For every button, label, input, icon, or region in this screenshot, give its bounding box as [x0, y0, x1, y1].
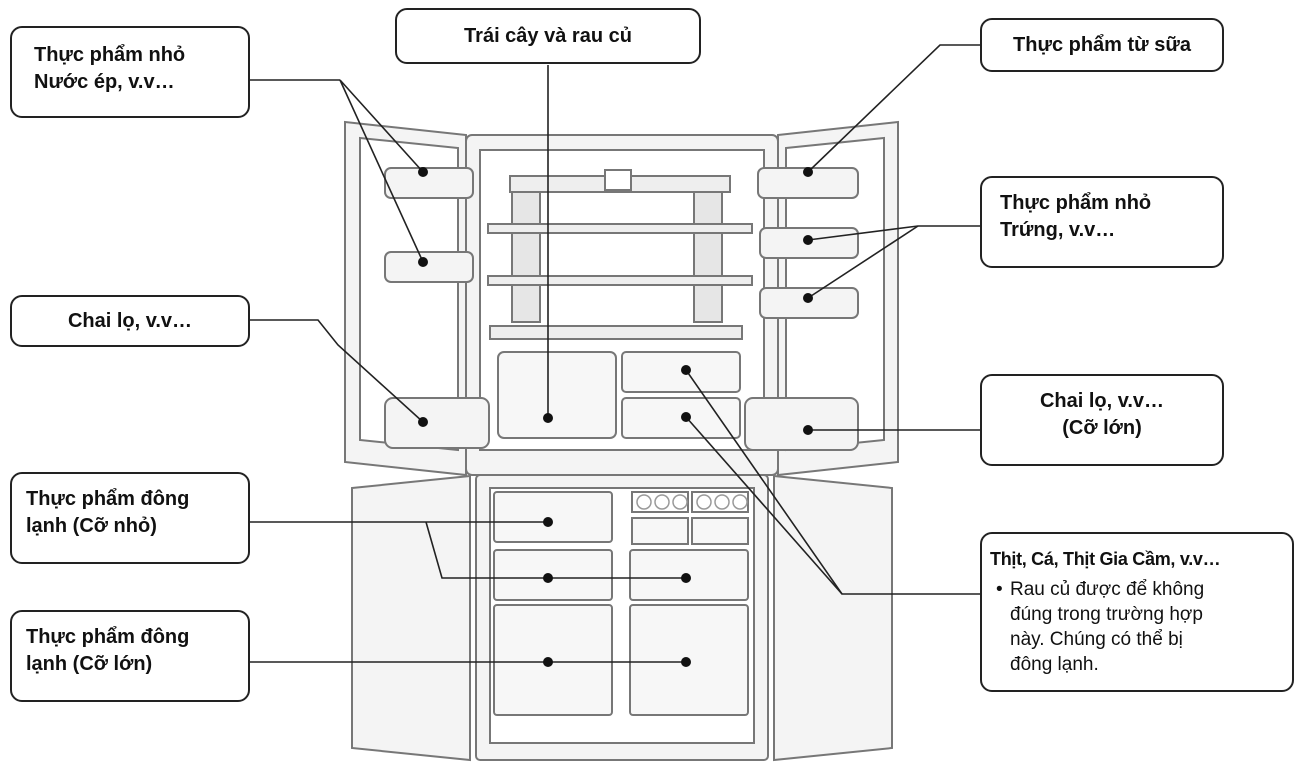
bin-right-4: [744, 397, 859, 451]
leader-thit-ca-2: [685, 416, 843, 595]
crisper-drawer: [497, 351, 617, 439]
leader-tu-sua: [807, 44, 980, 173]
label-dong-lanh-nho: Thực phẩm đông lạnh (Cỡ nhỏ): [10, 472, 250, 564]
ice-bin-2: [691, 517, 749, 545]
leader-nuoc-ep-1: [339, 79, 424, 173]
label-thuc-pham-nho-nuoc-ep: Thực phẩm nhỏ Nước ép, v.v…: [10, 26, 250, 118]
freezer-door-right: [773, 474, 893, 762]
leader-trung-2: [807, 225, 919, 299]
leader-dong-lanh-nho-2: [425, 521, 686, 579]
shelf-1: [487, 223, 753, 234]
label-thuc-pham-nho-trung: Thực phẩm nhỏ Trứng, v.v…: [980, 176, 1224, 268]
label-thuc-pham-tu-sua: Thực phẩm từ sữa: [980, 18, 1224, 72]
bin-left-1: [384, 167, 474, 199]
freezer-drawer-1: [493, 491, 613, 543]
bin-left-3: [384, 397, 490, 449]
label-chai-lo: Chai lọ, v.v…: [10, 295, 250, 347]
leader-lines: [248, 44, 980, 663]
freezer-drawer-2: [493, 549, 613, 601]
drawer-upper: [621, 351, 741, 393]
shelf-2: [487, 275, 753, 286]
drawer-lower: [621, 397, 741, 439]
door-left-top-inner: [359, 136, 459, 452]
label-chai-lo-lon: Chai lọ, v.v… (Cỡ lớn): [980, 374, 1224, 466]
leader-nuoc-ep-2: [339, 79, 424, 263]
bin-right-3: [759, 287, 859, 319]
side-post-right: [693, 191, 723, 323]
control-knob: [604, 169, 632, 191]
ice-tray-1: [631, 491, 689, 513]
leader-chai-lo: [248, 319, 424, 423]
ice-bin-1: [631, 517, 689, 545]
ice-tray-2: [691, 491, 749, 513]
note-rau-cu: • Rau củ được để không đúng trong trường…: [996, 579, 1205, 675]
label-trai-cay: Trái cây và rau củ: [395, 8, 701, 64]
shelf-3: [489, 325, 743, 340]
fridge-body: [344, 120, 899, 762]
ice-tray-circles: [636, 494, 748, 510]
label-thit-ca: Thịt, Cá, Thịt Gia Cầm, v.v… • Rau củ đư…: [980, 532, 1294, 692]
label-dong-lanh-lon: Thực phẩm đông lạnh (Cỡ lớn): [10, 610, 250, 702]
bin-left-2: [384, 251, 474, 283]
freezer-drawer-4: [493, 604, 613, 716]
freezer-door-left: [351, 474, 471, 762]
side-post-left: [511, 191, 541, 323]
leader-dots: [418, 167, 813, 667]
